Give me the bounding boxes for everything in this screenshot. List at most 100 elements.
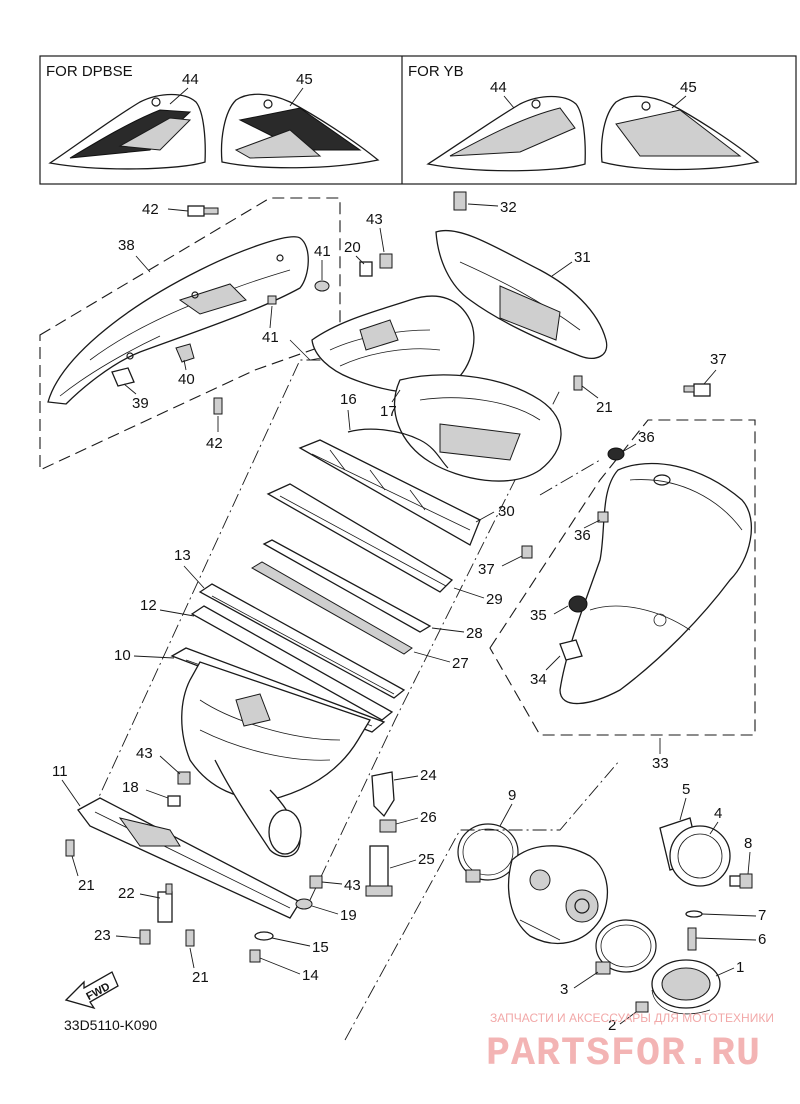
callout-38: 38 bbox=[118, 237, 135, 254]
fwd-arrow-icon: FWD bbox=[64, 971, 119, 1010]
decal-44-yb bbox=[426, 95, 586, 172]
callout-8: 8 bbox=[744, 835, 752, 852]
watermark: ЗАПЧАСТИ И АКСЕССУАРЫ ДЛЯ МОТОТЕХНИКИ PA… bbox=[486, 1011, 774, 1077]
clamp-3 bbox=[595, 919, 657, 975]
callout-37-lower: 37 bbox=[478, 561, 495, 578]
callout-36-upper: 36 bbox=[638, 429, 655, 446]
clip-18 bbox=[167, 795, 181, 807]
callout-33: 33 bbox=[652, 755, 669, 772]
screw-43-upper bbox=[379, 253, 393, 269]
callout-15: 15 bbox=[312, 939, 329, 956]
washer-15 bbox=[254, 931, 274, 941]
screw-23 bbox=[139, 929, 151, 945]
hose-24 bbox=[371, 771, 395, 818]
callout-45-dpbse: 45 bbox=[296, 71, 313, 88]
filter-29 bbox=[266, 483, 454, 593]
pin-6 bbox=[687, 927, 697, 951]
variant-label-dpbse: FOR DPBSE bbox=[46, 63, 133, 80]
callout-30: 30 bbox=[498, 503, 515, 520]
duct-17 bbox=[311, 295, 475, 394]
callout-16: 16 bbox=[340, 391, 357, 408]
callout-3: 3 bbox=[560, 981, 568, 998]
callout-41-upper: 41 bbox=[314, 243, 331, 260]
callout-26: 26 bbox=[420, 809, 437, 826]
callout-41-lower: 41 bbox=[262, 329, 279, 346]
callout-12: 12 bbox=[140, 597, 157, 614]
decal-variants-box: FOR DPBSE FOR YB 44 45 bbox=[39, 55, 797, 185]
callout-28: 28 bbox=[466, 625, 483, 642]
bolt-8 bbox=[729, 873, 753, 889]
callout-43-mid: 43 bbox=[136, 745, 153, 762]
bolt-21-upper bbox=[573, 375, 583, 391]
callout-9: 9 bbox=[508, 787, 516, 804]
grommet-41-upper bbox=[314, 280, 330, 292]
panel-31 bbox=[435, 229, 608, 359]
housing-4 bbox=[669, 825, 731, 887]
plate-12 bbox=[190, 605, 394, 721]
callout-17: 17 bbox=[380, 403, 397, 420]
callout-40: 40 bbox=[178, 371, 195, 388]
callout-22: 22 bbox=[118, 885, 135, 902]
seal-27 bbox=[251, 561, 413, 655]
callout-14: 14 bbox=[302, 967, 319, 984]
airbox-body bbox=[181, 661, 371, 858]
plate-13 bbox=[198, 583, 406, 699]
clip-40 bbox=[175, 343, 195, 363]
grommet-41-lower bbox=[267, 295, 277, 305]
callout-29: 29 bbox=[486, 591, 503, 608]
callout-42-upper: 42 bbox=[142, 201, 159, 218]
washer-7 bbox=[685, 910, 703, 918]
callout-44-yb: 44 bbox=[490, 79, 507, 96]
stud-22 bbox=[157, 883, 173, 923]
tube-25 bbox=[365, 845, 393, 897]
callout-21-left: 21 bbox=[78, 877, 95, 894]
screw-14 bbox=[249, 949, 261, 963]
clamp-9 bbox=[457, 823, 519, 883]
variant-label-yb: FOR YB bbox=[408, 63, 464, 80]
nut-34 bbox=[559, 639, 583, 661]
screw-43-lower bbox=[309, 875, 323, 889]
bolt-37-upper bbox=[683, 383, 711, 397]
decal-44-dpbse bbox=[48, 93, 206, 170]
callout-24: 24 bbox=[420, 767, 437, 784]
callout-31: 31 bbox=[574, 249, 591, 266]
callout-35: 35 bbox=[530, 607, 547, 624]
callout-1: 1 bbox=[736, 959, 744, 976]
clip-26 bbox=[379, 819, 397, 833]
callout-13: 13 bbox=[174, 547, 191, 564]
callout-43-upper: 43 bbox=[366, 211, 383, 228]
bracket-11 bbox=[77, 797, 301, 919]
watermark-logo: PARTSFOR.RU bbox=[486, 1032, 761, 1077]
callout-6: 6 bbox=[758, 931, 766, 948]
clip-20 bbox=[359, 261, 373, 277]
decal-45-dpbse bbox=[220, 93, 380, 169]
assembly-line-mid bbox=[309, 389, 561, 901]
bolt-42-lower bbox=[213, 397, 223, 415]
grommet-36 bbox=[607, 447, 625, 461]
cover-33 bbox=[559, 462, 752, 705]
callout-21-upper: 21 bbox=[596, 399, 613, 416]
callouts: 42 38 43 20 41 32 31 41 40 39 42 16 17 2… bbox=[52, 199, 766, 1034]
bolt-21-left bbox=[65, 839, 75, 857]
callout-39: 39 bbox=[132, 395, 149, 412]
airbox-lid bbox=[393, 374, 562, 482]
drawing-code: 33D5110-K090 bbox=[64, 1017, 157, 1033]
nut-39 bbox=[111, 367, 135, 387]
grommet-35 bbox=[568, 595, 588, 613]
throttle-body bbox=[507, 845, 609, 944]
callout-10: 10 bbox=[114, 647, 131, 664]
callout-32: 32 bbox=[500, 199, 517, 216]
screw-37-lower bbox=[521, 545, 533, 559]
decal-45-yb bbox=[600, 95, 760, 171]
joint-1 bbox=[651, 959, 721, 1015]
bolt-42-upper bbox=[187, 205, 219, 217]
callout-21-lower: 21 bbox=[192, 969, 209, 986]
callout-2: 2 bbox=[608, 1017, 616, 1034]
fwd-label: FWD bbox=[84, 981, 112, 1003]
wire-clip-16 bbox=[347, 428, 449, 469]
callout-11: 11 bbox=[52, 763, 68, 780]
assembly-line-right bbox=[344, 759, 621, 1041]
watermark-tagline: ЗАПЧАСТИ И АКСЕССУАРЫ ДЛЯ МОТОТЕХНИКИ bbox=[490, 1011, 774, 1025]
gasket-28 bbox=[262, 539, 432, 633]
